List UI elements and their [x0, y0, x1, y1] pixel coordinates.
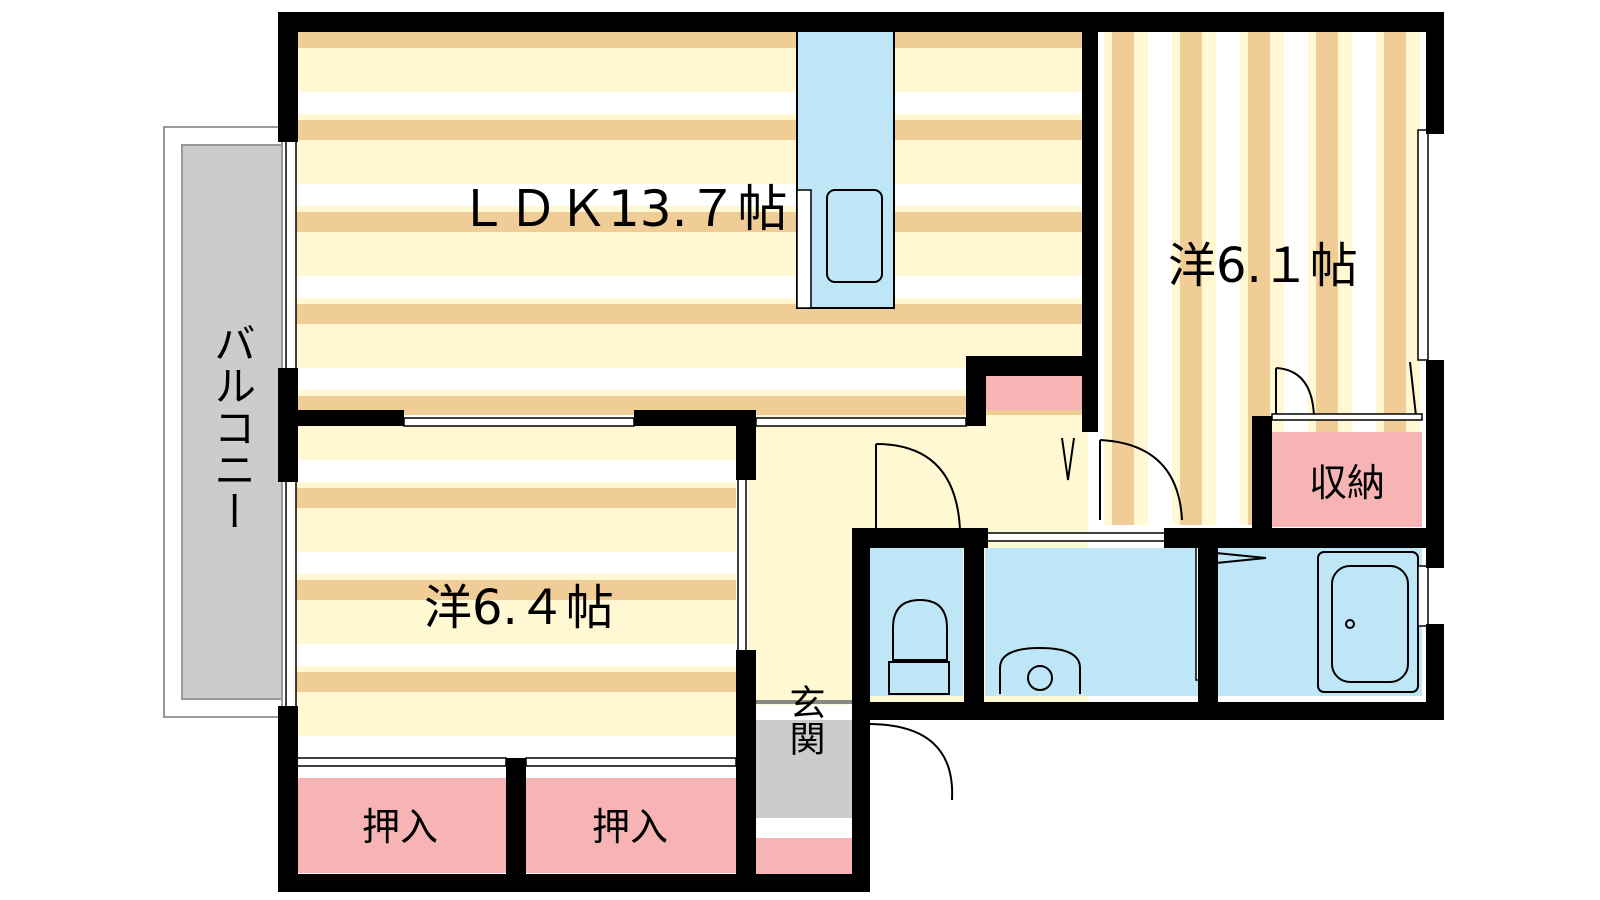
closet-left — [296, 778, 506, 873]
toilet-room — [869, 548, 963, 696]
ldk-label: ＬＤＫ13.７帖 — [458, 180, 788, 238]
closet-left-label: 押入 — [362, 805, 438, 849]
entrance-label: 玄関 — [784, 684, 825, 756]
balcony — [163, 126, 283, 718]
storage-right — [1272, 432, 1422, 527]
walls — [278, 12, 1444, 892]
storage-right-label: 収納 — [1309, 461, 1385, 505]
closet-right — [526, 778, 736, 873]
bathroom — [1216, 548, 1422, 696]
ldk-storage — [986, 376, 1084, 410]
closet-right-label: 押入 — [592, 805, 668, 849]
western-left-label: 洋6.４帖 — [424, 580, 614, 636]
entrance-floor — [756, 720, 852, 818]
western-right-label: 洋6.１帖 — [1168, 238, 1358, 294]
kitchen-counter — [796, 29, 895, 309]
entrance-storage — [756, 838, 852, 876]
balcony-label: バルコニー — [208, 322, 257, 532]
ldk-floor — [296, 30, 1084, 415]
western-left-floor — [296, 425, 736, 755]
washroom — [985, 548, 1198, 696]
